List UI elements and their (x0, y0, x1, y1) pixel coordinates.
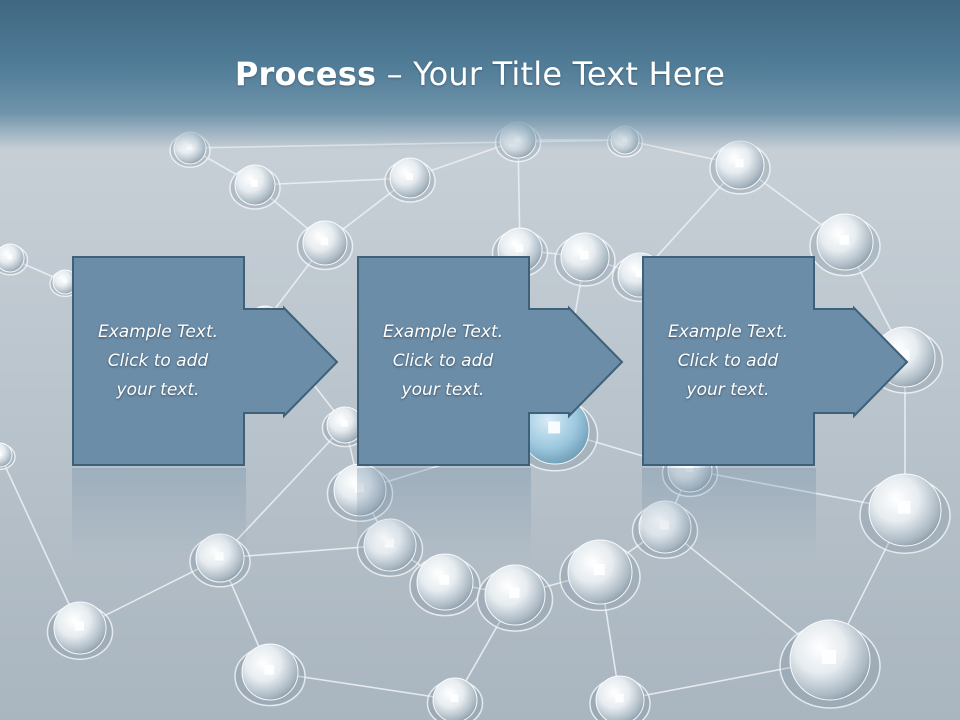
network-atom (859, 473, 951, 554)
network-atom (589, 675, 651, 720)
step-1-reflection (72, 468, 246, 558)
network-atom (0, 243, 29, 276)
step-2-reflection (357, 468, 531, 558)
network-atom (709, 140, 771, 195)
network-atom (46, 601, 114, 660)
network-atom (476, 564, 554, 632)
network-atom (631, 500, 699, 559)
network-atom (409, 553, 481, 617)
network-atom (809, 213, 881, 277)
network-bond (269, 671, 456, 701)
network-bond (254, 177, 411, 186)
title-rest: – Your Title Text Here (376, 55, 726, 93)
network-bond (219, 544, 391, 559)
network-atom (559, 539, 641, 612)
network-bond (0, 454, 81, 629)
step-2-label: Example Text. Click to add your text. (382, 321, 504, 400)
step-1-label: Example Text. Click to add your text. (97, 321, 219, 400)
network-atom (0, 442, 16, 471)
network-atom (779, 619, 881, 709)
network-atom (356, 518, 424, 577)
step-3-reflection (642, 468, 816, 558)
process-step-1[interactable]: Example Text. Click to add your text. (72, 256, 342, 468)
step-1-text[interactable]: Example Text. Click to add your text. (72, 256, 244, 466)
process-step-2[interactable]: Example Text. Click to add your text. (357, 256, 627, 468)
network-atom (296, 220, 354, 271)
network-atom (554, 232, 616, 287)
step-3-shape (642, 256, 909, 466)
slide-title[interactable]: Process – Your Title Text Here (0, 52, 960, 96)
process-step-3[interactable]: Example Text. Click to add your text. (642, 256, 912, 468)
network-atom (326, 463, 394, 522)
step-2-shape (357, 256, 624, 466)
network-atom (189, 533, 251, 588)
network-bond (219, 424, 346, 559)
network-atom (426, 677, 484, 720)
step-1-shape (72, 256, 339, 466)
network-atom (234, 643, 306, 707)
title-strong: Process (234, 55, 377, 93)
step-2-text[interactable]: Example Text. Click to add your text. (357, 256, 529, 466)
network-atom (229, 164, 281, 210)
step-3-text[interactable]: Example Text. Click to add your text. (642, 256, 814, 466)
network-atom (384, 157, 436, 203)
title-band (0, 0, 960, 150)
network-atom (321, 406, 369, 448)
step-3-label: Example Text. Click to add your text. (667, 321, 789, 400)
